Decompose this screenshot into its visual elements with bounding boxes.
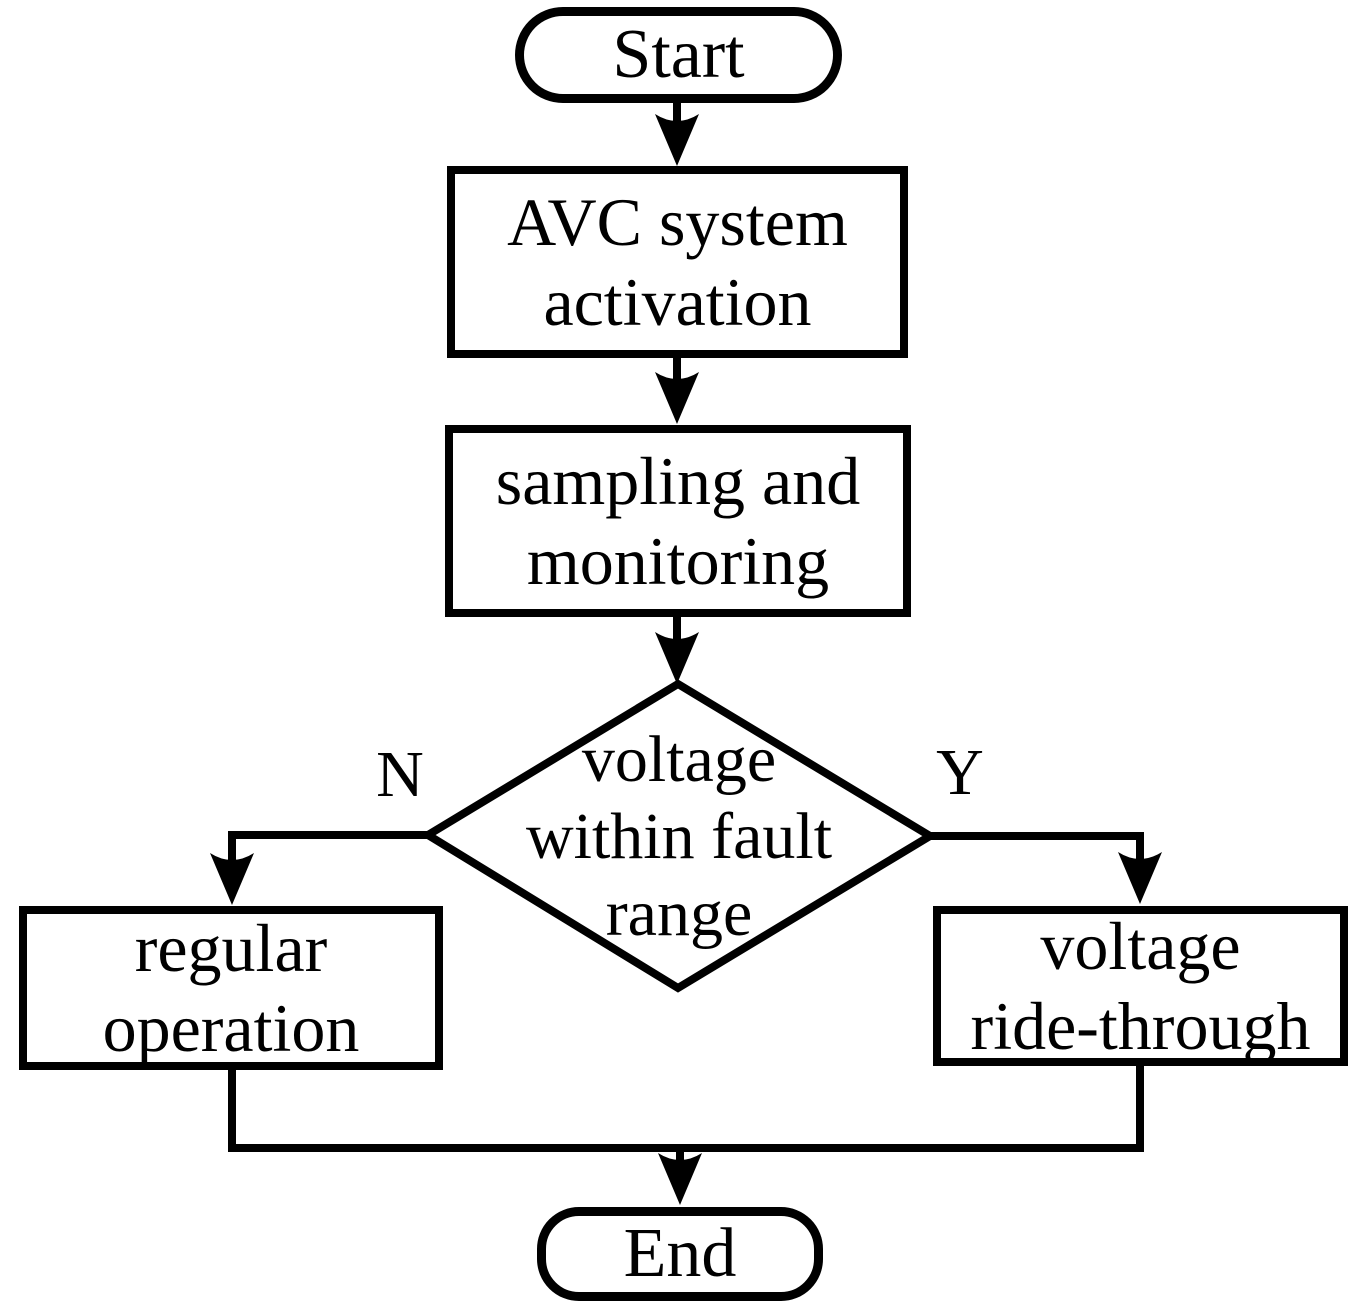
arrow-merge-to-end (658, 1148, 702, 1205)
branch-label-yes: Y (936, 736, 984, 809)
ride-through-line-1: voltage (1040, 908, 1241, 984)
avc-activation-line-2: activation (543, 264, 812, 340)
start-label: Start (612, 16, 745, 93)
avc-activation-step: AVC system activation (447, 166, 908, 358)
arrow-sampling-to-decision (655, 613, 699, 684)
arrow-decision-no-branch (210, 831, 428, 905)
merge-connector (228, 1062, 1144, 1152)
arrow-activation-to-sampling (655, 354, 699, 424)
decision-diamond-label: voltage within fault range (459, 714, 899, 958)
regular-operation-step: regular operation (19, 906, 443, 1070)
decision-line-1: voltage (581, 722, 777, 796)
sampling-line-1: sampling and (495, 443, 861, 519)
arrow-decision-yes-branch (930, 832, 1162, 904)
avc-activation-line-1: AVC system (507, 184, 848, 260)
voltage-ride-through-step: voltage ride-through (933, 906, 1348, 1066)
decision-line-2: within fault (525, 799, 833, 873)
sampling-monitoring-step: sampling and monitoring (445, 425, 911, 617)
arrow-start-to-activation (655, 99, 699, 166)
ride-through-line-2: ride-through (970, 988, 1311, 1064)
branch-label-no: N (376, 738, 424, 811)
sampling-line-2: monitoring (526, 523, 830, 599)
regular-operation-line-1: regular (134, 910, 328, 986)
end-terminator: End (537, 1207, 823, 1301)
decision-diamond-shape (420, 679, 938, 993)
end-label: End (623, 1215, 737, 1292)
decision-line-3: range (605, 876, 753, 950)
start-terminator: Start (515, 7, 842, 103)
regular-operation-line-2: operation (102, 990, 360, 1066)
